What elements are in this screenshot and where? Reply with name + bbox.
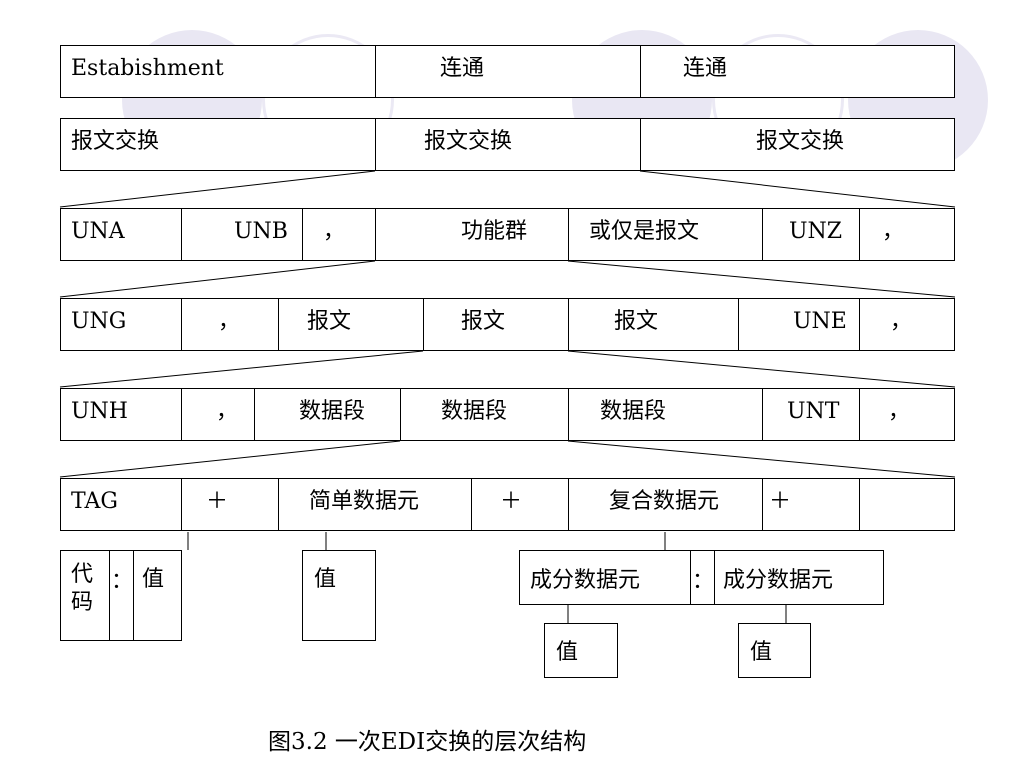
tag-detail-box: 代码 ： 值 [60, 550, 182, 641]
cell-function-group: 功能群 [376, 209, 569, 260]
fan-line [59, 440, 401, 478]
cell-message: 报文 [424, 299, 569, 350]
figure-caption: 图3.2 一次EDI交换的层次结构 [268, 729, 587, 755]
cell-unz: UNZ [763, 209, 860, 260]
cell-connect: 连通 [376, 46, 641, 97]
value-label: 值 [556, 640, 579, 665]
cell-message: 报文 [569, 299, 739, 350]
fan-line [567, 440, 956, 478]
cell-tag: TAG [61, 479, 182, 530]
divider [690, 551, 691, 604]
cell-unb: UNB [182, 209, 303, 260]
fan-line [567, 350, 956, 388]
fan-line [59, 170, 376, 208]
cell-connect: 连通 [683, 56, 728, 81]
row-message-exchange: 报文交换 报文交换 报文交换 [60, 118, 955, 171]
cell-message-exchange: 报文交换 [61, 119, 376, 170]
fan-line [59, 350, 424, 388]
row-function-group: UNG ， 报文 报文 报文 UNE ， [60, 298, 955, 351]
cell-message-exchange: 报文交换 [756, 129, 845, 154]
row-message: UNH ， 数据段 数据段 数据段 UNT ， [60, 388, 955, 441]
cell-segment: 数据段 [401, 389, 569, 440]
cell-separator: ， [182, 299, 279, 350]
cell-message-exchange: 报文交换 [376, 119, 641, 170]
code-label: 代码 [71, 562, 94, 615]
value-label: 值 [314, 567, 337, 592]
cell-unh: UNH [61, 389, 182, 440]
component-element-label: 成分数据元 [530, 568, 641, 593]
value-label: 值 [142, 567, 165, 592]
component-element-label: 成分数据元 [723, 568, 834, 593]
cell-plus: ＋ [472, 479, 569, 530]
colon: ： [111, 569, 134, 594]
colon: ： [692, 569, 715, 594]
value-label: 值 [750, 640, 773, 665]
cell-empty [860, 479, 956, 530]
cell-composite-element: 复合数据元 [569, 479, 763, 530]
fan-line [639, 170, 956, 208]
row-interchange: UNA UNB ， 功能群 或仅是报文 UNZ ， [60, 208, 955, 261]
composite-detail-box: 成分数据元 ： 成分数据元 [519, 550, 884, 605]
cell-segment: 数据段 [255, 389, 401, 440]
cell-establishment: Estabishment [61, 46, 376, 97]
cell-or-message: 或仅是报文 [569, 209, 763, 260]
cell-ung: UNG [61, 299, 182, 350]
cell-separator: ， [882, 219, 905, 244]
cell-separator: ， [890, 309, 913, 334]
cell-segment: 数据段 [569, 389, 763, 440]
cell-une: UNE [739, 299, 860, 350]
cell-simple-element: 简单数据元 [279, 479, 472, 530]
cell-unt: UNT [763, 389, 860, 440]
cell-message: 报文 [279, 299, 424, 350]
simple-value-box: 值 [302, 550, 376, 641]
row-segment: TAG ＋ 简单数据元 ＋ 复合数据元 ＋ [60, 478, 955, 531]
divider [133, 551, 134, 640]
cell-plus: ＋ [182, 479, 279, 530]
row-establishment: Estabishment 连通 连通 [60, 45, 955, 98]
divider [109, 551, 110, 640]
cell-separator: ， [182, 389, 255, 440]
component-value-box: 值 [544, 623, 618, 678]
fan-line [567, 260, 956, 298]
divider [714, 551, 715, 604]
cell-plus: ＋ [763, 479, 860, 530]
cell-separator: ， [303, 209, 376, 260]
cell-una: UNA [61, 209, 182, 260]
fan-line [59, 260, 376, 298]
cell-separator: ， [888, 399, 911, 424]
component-value-box: 值 [738, 623, 811, 678]
